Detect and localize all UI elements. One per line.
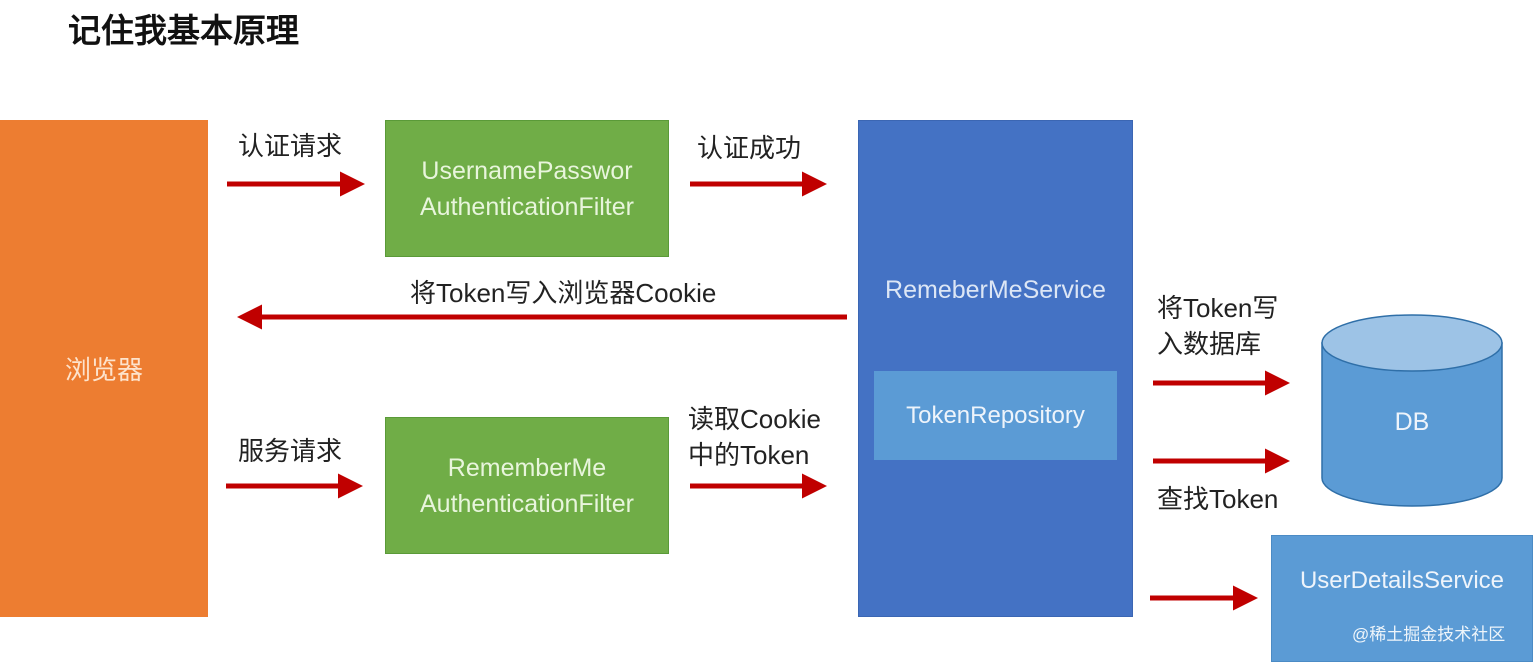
db-cylinder bbox=[1321, 314, 1503, 507]
label-auth-success: 认证成功 bbox=[697, 133, 802, 163]
user-details-service-box: UserDetailsService bbox=[1271, 535, 1533, 662]
remember-me-filter-box: RememberMe AuthenticationFilter bbox=[385, 417, 669, 554]
label-write-cookie: 将Token写入浏览器Cookie bbox=[410, 278, 717, 308]
page-title: 记住我基本原理 bbox=[68, 11, 299, 50]
label-write-db-line-1: 将Token写 bbox=[1157, 293, 1279, 323]
token-repository-box: TokenRepository bbox=[874, 371, 1117, 460]
browser-box: 浏览器 bbox=[0, 120, 208, 617]
label-read-cookie-line-2: 中的Token bbox=[688, 440, 810, 470]
remember-me-service-label: RemeberMeService bbox=[885, 276, 1106, 304]
remember-me-filter-line-2: AuthenticationFilter bbox=[419, 489, 634, 518]
label-read-cookie-line-1: 读取Cookie bbox=[688, 404, 821, 434]
browser-label: 浏览器 bbox=[64, 355, 143, 385]
label-read-cookie: 读取Cookie 中的Token bbox=[688, 401, 821, 473]
username-filter-line-1: UsernamePasswor bbox=[421, 156, 633, 185]
label-auth-request: 认证请求 bbox=[238, 131, 343, 161]
label-write-db: 将Token写 入数据库 bbox=[1157, 290, 1278, 362]
token-repository-label: TokenRepository bbox=[906, 401, 1085, 429]
username-filter-line-2: AuthenticationFilter bbox=[419, 192, 634, 221]
remember-me-service-box bbox=[858, 120, 1133, 617]
watermark: @稀土掘金技术社区 bbox=[1352, 625, 1506, 644]
label-write-db-line-2: 入数据库 bbox=[1157, 329, 1262, 359]
label-find-token: 查找Token bbox=[1157, 484, 1279, 514]
remember-me-filter-line-1: RememberMe bbox=[447, 453, 607, 482]
username-password-filter-box: UsernamePasswor AuthenticationFilter bbox=[385, 120, 669, 257]
db-label: DB bbox=[1394, 408, 1430, 436]
label-service-request: 服务请求 bbox=[238, 436, 343, 466]
user-details-service-label: UserDetailsService bbox=[1299, 567, 1505, 594]
